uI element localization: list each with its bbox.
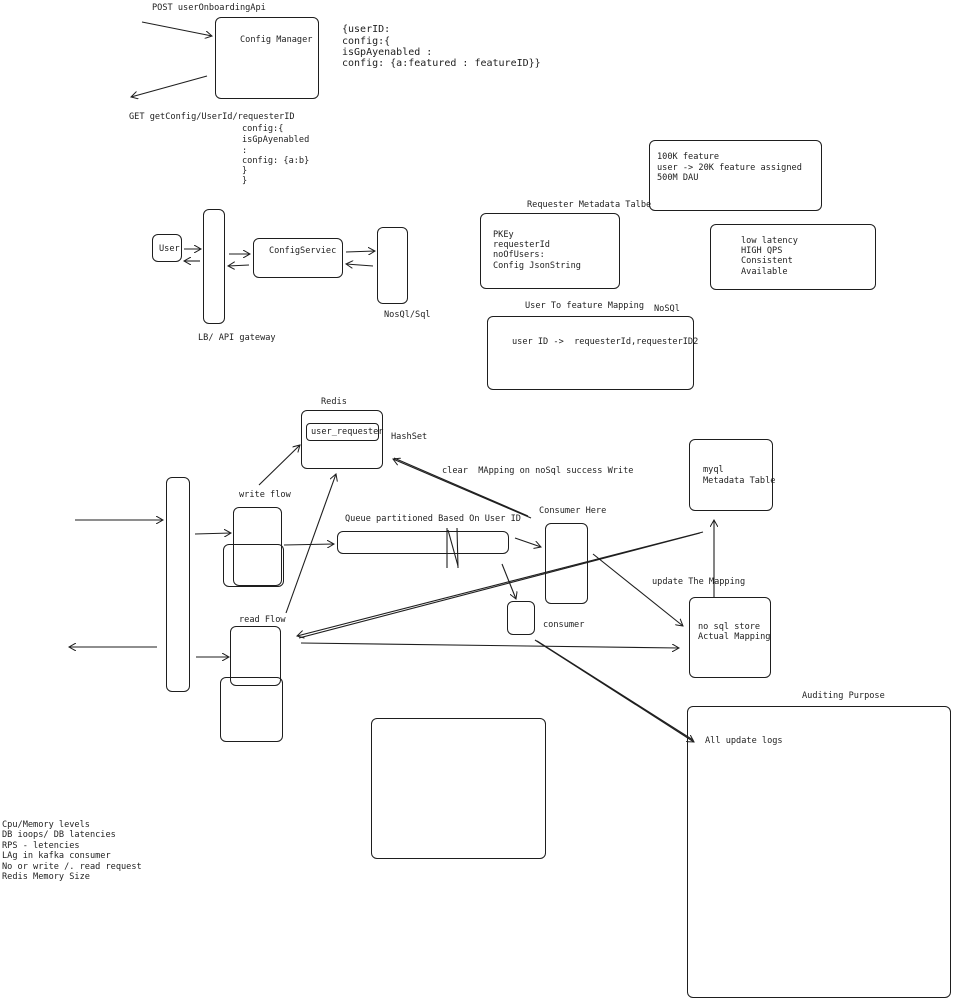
get-arrow xyxy=(131,75,208,97)
empty-box xyxy=(371,718,546,859)
payload-line: config: {a:featured : featureID}} xyxy=(342,58,541,69)
mysql-to-read-arrow xyxy=(297,531,704,636)
mysql-line: Metadata Table xyxy=(703,476,776,486)
audit-label: All update logs xyxy=(705,736,783,746)
payload-line: config:{ xyxy=(342,36,391,47)
redis-key-box: user_requester xyxy=(306,423,383,441)
read-to-nosql-arrow xyxy=(300,642,679,648)
nosql-store-line: Actual Mapping xyxy=(698,632,771,642)
read-flow-label: read Flow xyxy=(239,615,286,625)
nosql-store-box[interactable]: no sql store Actual Mapping xyxy=(689,597,771,678)
mapping-title: User To feature Mapping xyxy=(525,301,644,311)
consumer-label: consumer xyxy=(543,620,585,630)
hashset-label: HashSet xyxy=(391,432,428,442)
consumer-here-box[interactable] xyxy=(545,523,588,604)
requester-field: noOfUsers: xyxy=(493,250,545,260)
requester-table-box[interactable]: PKEy requesterId noOfUsers: Config JsonS… xyxy=(480,213,620,289)
metric-line: Redis Memory Size xyxy=(2,872,90,882)
consumer-to-nosql-arrow xyxy=(592,553,683,626)
get-api-label: GET getConfig/UserId/requesterID xyxy=(129,112,295,122)
lb-gateway-box[interactable] xyxy=(203,209,225,324)
db-to-service-arrow xyxy=(346,264,374,266)
consumer-to-audit-arrow-2 xyxy=(536,640,694,741)
write-service-instance-box[interactable] xyxy=(223,544,284,587)
db-box[interactable] xyxy=(377,227,408,304)
queue-box[interactable] xyxy=(337,531,509,554)
requester-field: Config JsonString xyxy=(493,261,581,271)
mapping-store-label: NoSQl xyxy=(654,304,680,314)
payload-line: isGpAyenabled : xyxy=(342,47,433,58)
audit-title: Auditing Purpose xyxy=(802,691,885,701)
response-line: config: {a:b} xyxy=(242,156,310,166)
redis-title: Redis xyxy=(321,397,347,407)
metric-line: RPS - letencies xyxy=(2,841,80,851)
post-arrow xyxy=(141,21,212,36)
consumer-clear-redis-arrow-2 xyxy=(393,457,529,517)
metric-line: DB ioops/ DB latencies xyxy=(2,830,116,840)
nosql-store-line: no sql store xyxy=(698,622,761,632)
read-to-redis-arrow xyxy=(285,474,336,614)
requester-table-title: Requester Metadata Talbe xyxy=(527,200,652,210)
payload-line: {userID: xyxy=(342,24,391,35)
metric-line: No or write /. read request xyxy=(2,862,142,872)
read-service-box[interactable] xyxy=(230,626,281,686)
consumer-clear-redis-arrow xyxy=(393,459,532,519)
config-service-label: ConfigServiec xyxy=(269,246,337,256)
write-to-queue-arrow xyxy=(283,544,334,545)
response-line: } xyxy=(242,166,248,176)
main-lb-box[interactable] xyxy=(166,477,190,692)
response-line: config:{ xyxy=(242,124,284,134)
db-label: NosQl/Sql xyxy=(384,310,431,320)
queue-label: Queue partitioned Based On User ID xyxy=(345,514,521,524)
queue-partition-mark xyxy=(456,527,459,569)
nfr-line: low latency xyxy=(741,236,798,246)
mapping-entry: user ID -> requesterId,requesterID2 xyxy=(512,337,699,347)
nfr-line: HIGH QPS xyxy=(741,246,783,256)
redis-key-label: user_requester xyxy=(311,427,384,437)
metric-line: LAg in kafka consumer xyxy=(2,851,111,861)
requester-field: PKEy xyxy=(493,230,514,240)
audit-box[interactable]: All update logs xyxy=(687,706,951,998)
user-label: User xyxy=(159,244,180,254)
user-box[interactable]: User xyxy=(152,234,182,262)
write-to-redis-arrow xyxy=(258,445,300,486)
update-mapping-label: update The Mapping xyxy=(652,577,746,587)
consumer-box[interactable] xyxy=(507,601,535,635)
scale-box: 100K feature user -> 20K feature assigne… xyxy=(649,140,822,211)
post-api-label: POST userOnboardingApi xyxy=(152,3,266,13)
nfr-line: Consistent xyxy=(741,256,793,266)
mysql-box[interactable]: myql Metadata Table xyxy=(689,439,776,511)
service-to-lb-arrow xyxy=(228,265,250,266)
scale-line: user -> 20K feature assigned xyxy=(657,163,802,173)
queue-to-consumer-here-arrow xyxy=(514,537,541,547)
config-manager-label: Config Manager xyxy=(240,35,313,45)
clear-mapping-note: clear MApping on noSql success Write xyxy=(442,466,634,476)
response-line: isGpAyenabled xyxy=(242,135,310,145)
mapping-box[interactable]: user ID -> requesterId,requesterID2 xyxy=(487,316,698,390)
config-manager-box[interactable]: Config Manager xyxy=(215,17,319,99)
lb-gateway-label: LB/ API gateway xyxy=(198,333,276,343)
response-line: : xyxy=(242,146,248,156)
lb-to-write-arrow xyxy=(194,533,231,534)
mysql-to-read-arrow-2 xyxy=(298,532,701,639)
scale-line: 100K feature xyxy=(657,152,720,162)
queue-partition-mark xyxy=(447,529,459,567)
redis-box[interactable]: user_requester xyxy=(301,410,383,469)
scale-line: 500M DAU xyxy=(657,173,699,183)
nfr-line: Available xyxy=(741,267,788,277)
read-service-instance-box[interactable] xyxy=(220,677,283,742)
requester-field: requesterId xyxy=(493,240,550,250)
mysql-line: myql xyxy=(703,465,724,475)
nfr-box: low latency HIGH QPS Consistent Availabl… xyxy=(710,224,876,290)
metric-line: Cpu/Memory levels xyxy=(2,820,90,830)
consumer-here-label: Consumer Here xyxy=(539,506,607,516)
response-line: } xyxy=(242,176,248,186)
service-to-db-arrow xyxy=(345,251,375,252)
config-service-box[interactable]: ConfigServiec xyxy=(253,238,343,278)
write-flow-label: write flow xyxy=(239,490,291,500)
